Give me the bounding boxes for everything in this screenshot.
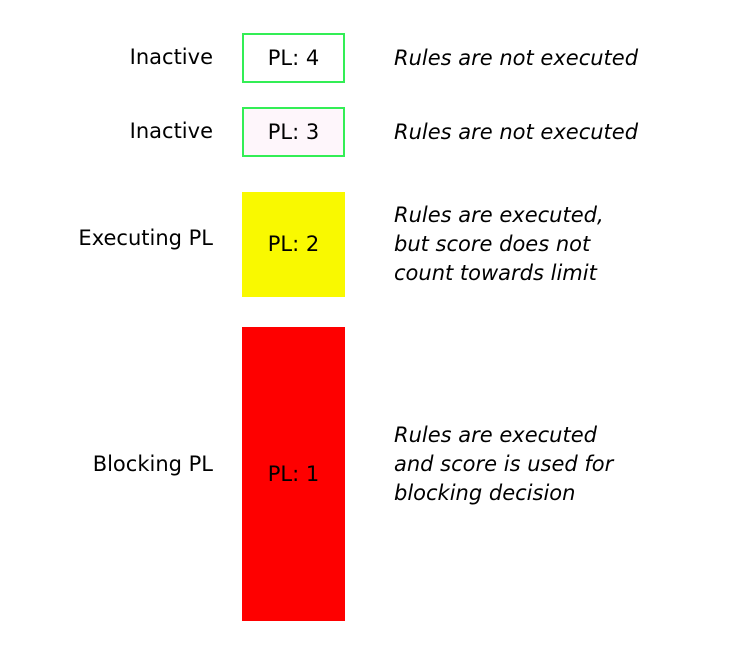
pl-box-label-4: PL: 4 [267, 45, 320, 70]
status-label-pl-3: Inactive [129, 119, 213, 143]
description-pl-2: Rules are executed, but score does not c… [394, 203, 604, 285]
pl-box-3: PL: 3 [242, 107, 345, 157]
pl-box-4: PL: 4 [242, 33, 345, 83]
status-label-pl-1: Blocking PL [92, 452, 213, 476]
description-pl-3: Rules are not executed [394, 120, 639, 144]
pl-box-label-2: PL: 2 [267, 232, 320, 256]
status-label-pl-4: Inactive [129, 45, 213, 69]
description-pl-1: Rules are executed and score is used for… [394, 423, 614, 505]
pl-box-1: PL: 1 [242, 327, 345, 621]
pl-box-label-3: PL: 3 [267, 119, 320, 144]
pl-box-label-1: PL: 1 [267, 461, 320, 486]
status-label-pl-2: Executing PL [78, 226, 213, 250]
description-pl-4: Rules are not executed [394, 46, 639, 70]
pl-box-2: PL: 2 [242, 192, 345, 297]
